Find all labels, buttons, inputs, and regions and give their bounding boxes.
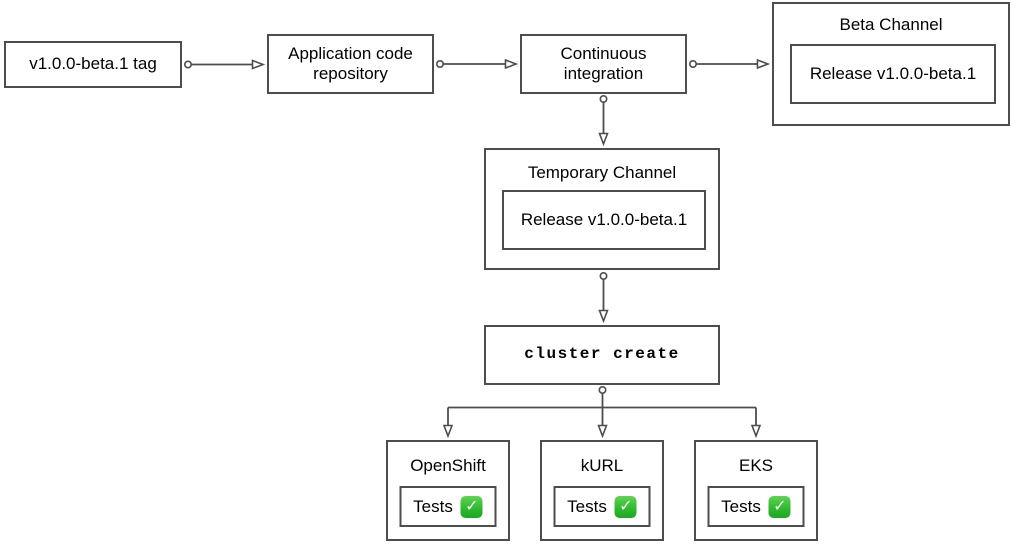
kurl-tests-box: Tests [553, 486, 651, 527]
node-kurl: kURL Tests [540, 440, 664, 541]
node-continuous-integration: Continuous integration [520, 34, 687, 94]
eks-tests-box: Tests [707, 486, 805, 527]
node-cluster-create: cluster create [484, 325, 720, 385]
continuous-integration-label: Continuous integration [560, 43, 647, 83]
temporary-channel-release-label: Release v1.0.0-beta.1 [520, 210, 688, 229]
beta-channel-release-label: Release v1.0.0-beta.1 [809, 64, 977, 83]
eks-tests-label: Tests [721, 496, 761, 516]
kurl-tests-label: Tests [567, 496, 607, 516]
repository-label: Application code repository [288, 43, 413, 83]
temporary-channel-title: Temporary Channel [527, 163, 677, 182]
version-tag-label: v1.0.0-beta.1 tag [29, 54, 157, 74]
kurl-title: kURL [580, 456, 624, 475]
node-version-tag: v1.0.0-beta.1 tag [4, 41, 182, 88]
node-openshift: OpenShift Tests [386, 440, 510, 541]
check-mark-icon [768, 495, 791, 518]
node-application-code-repository: Application code repository [267, 34, 434, 94]
cluster-create-label: cluster create [524, 345, 680, 364]
openshift-title: OpenShift [410, 456, 486, 475]
openshift-tests-label: Tests [413, 496, 453, 516]
check-mark-icon [614, 495, 637, 518]
check-mark-icon [460, 495, 483, 518]
temporary-channel-release-box: Release v1.0.0-beta.1 [502, 190, 706, 250]
openshift-tests-box: Tests [399, 486, 497, 527]
node-eks: EKS Tests [694, 440, 818, 541]
eks-title: EKS [738, 456, 774, 475]
node-temporary-channel: Temporary Channel Release v1.0.0-beta.1 [484, 148, 720, 270]
node-beta-channel: Beta Channel Release v1.0.0-beta.1 [772, 2, 1010, 126]
beta-channel-release-box: Release v1.0.0-beta.1 [790, 44, 996, 104]
beta-channel-title: Beta Channel [839, 15, 943, 34]
